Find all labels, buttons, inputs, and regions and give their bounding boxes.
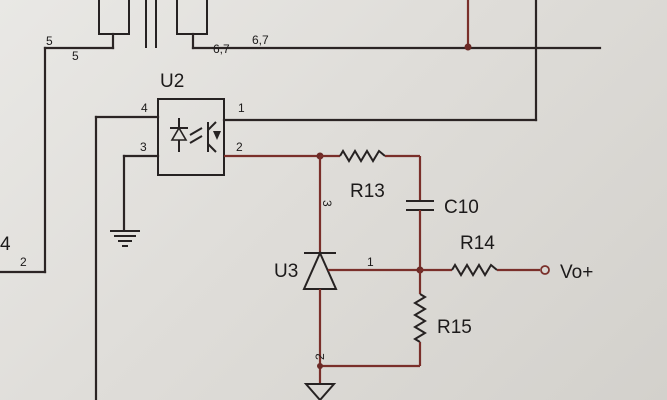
ground-icon [110, 230, 140, 247]
r14-label: R14 [460, 233, 495, 254]
junction-dot [317, 363, 323, 369]
pin-label: 2 [313, 353, 327, 360]
led-icon [170, 126, 188, 141]
pin-label: 1 [367, 255, 374, 269]
capacitor-c10 [406, 200, 434, 211]
junction-dot [464, 43, 472, 51]
optocoupler-u2 [157, 98, 225, 176]
pin-label: 4 [141, 101, 148, 115]
pin-label: 4 [0, 234, 11, 255]
resistor-r15 [413, 293, 427, 343]
photo-transistor-icon [213, 131, 221, 140]
u3-label: U3 [274, 261, 298, 282]
r13-label: R13 [350, 181, 385, 202]
pin-label: 3 [320, 200, 334, 207]
resistor-r14 [451, 263, 498, 277]
arrow-icon [189, 135, 203, 144]
transformer-secondary-coil [176, 0, 208, 35]
pin-label: 5 [46, 34, 53, 48]
ground-icon [303, 383, 337, 400]
pin-label: 6,7 [252, 33, 269, 47]
pin-label: 3 [140, 140, 147, 154]
pin-label: 2 [20, 255, 27, 269]
output-terminal [540, 265, 550, 275]
c10-label: C10 [444, 197, 479, 218]
pin-label: 2 [236, 140, 243, 154]
vo-label: Vo+ [560, 262, 593, 283]
transformer-primary-coil [98, 0, 130, 35]
u2-label: U2 [160, 71, 184, 92]
pin-label: 1 [238, 101, 245, 115]
pin-label: 6,7 [213, 42, 230, 56]
r15-label: R15 [437, 317, 472, 338]
resistor-r13 [339, 149, 386, 163]
transformer [43, 0, 602, 50]
pin-label: 5 [72, 49, 79, 63]
arrow-icon [189, 127, 203, 136]
